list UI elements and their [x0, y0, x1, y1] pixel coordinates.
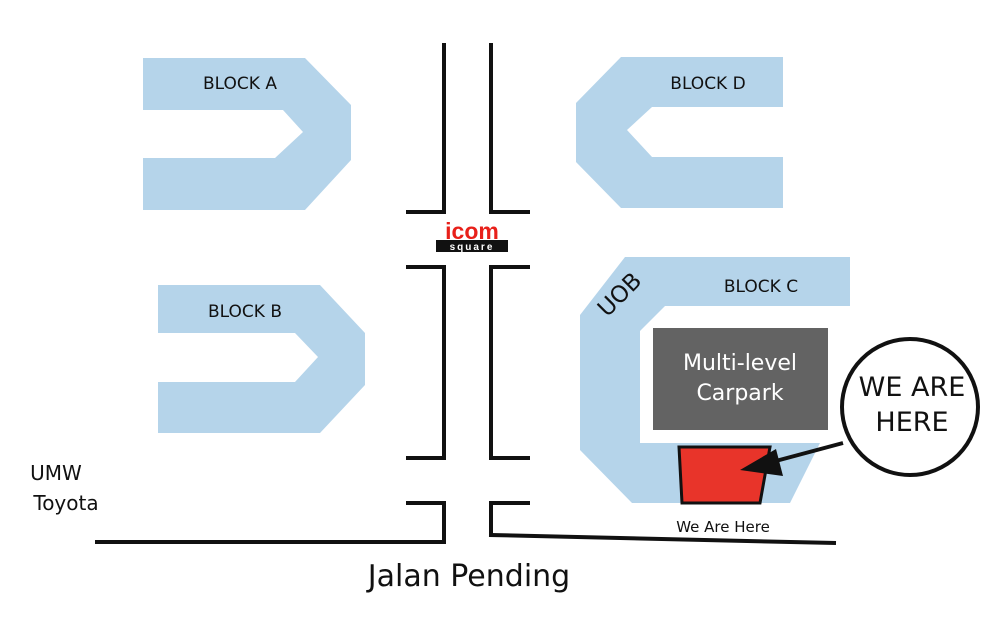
block-d-label: BLOCK D: [670, 74, 745, 94]
multi-level-carpark: [653, 328, 828, 430]
callout-arrow-line: [771, 441, 844, 464]
icom-logo-word: icom: [445, 218, 499, 244]
block-b-label: BLOCK B: [208, 302, 282, 322]
icom-square-logo: icom square: [436, 218, 508, 253]
block-b-shape: [158, 285, 365, 433]
callout-line1: WE ARE: [859, 372, 966, 403]
icom-logo-sub: square: [450, 242, 495, 253]
block-a-label: BLOCK A: [203, 74, 277, 94]
road-line: [488, 532, 837, 546]
block-c-shape: [580, 257, 850, 503]
callout-line2: HERE: [875, 407, 948, 438]
block-a-shape: [143, 58, 351, 210]
we-are-here-label: We Are Here: [676, 518, 770, 536]
icom-logo-bar: [436, 240, 508, 252]
we-are-here-callout: [840, 337, 980, 477]
umw-toyota-line2: Toyota: [32, 491, 98, 515]
road-name-label: Jalan Pending: [366, 559, 570, 594]
carpark-label-line2: Carpark: [696, 381, 783, 406]
we-are-here-marker[interactable]: [677, 445, 772, 505]
callout-arrow-head: [740, 449, 783, 476]
carpark-label-line1: Multi-level: [683, 351, 797, 376]
umw-toyota-line1: UMW: [30, 461, 82, 485]
block-c-label: BLOCK C: [724, 277, 798, 297]
block-d-shape: [576, 57, 783, 208]
